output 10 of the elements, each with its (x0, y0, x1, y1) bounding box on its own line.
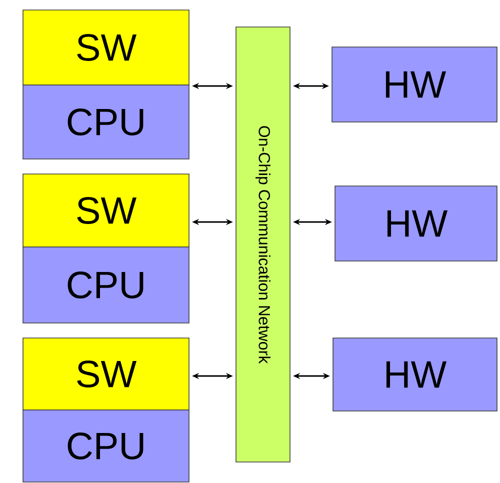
cpu-box: CPU (22, 84, 190, 160)
software-box: SW (22, 174, 190, 248)
network-bar: On-Chip Communication Network (236, 26, 290, 462)
hardware-box: HW (334, 186, 498, 262)
hardware-box: HW (332, 338, 498, 412)
hardware-box: HW (332, 46, 498, 122)
cpu-box: CPU (22, 410, 190, 482)
cpu-box: CPU (22, 246, 190, 324)
software-box: SW (22, 10, 190, 86)
software-box: SW (22, 338, 190, 410)
